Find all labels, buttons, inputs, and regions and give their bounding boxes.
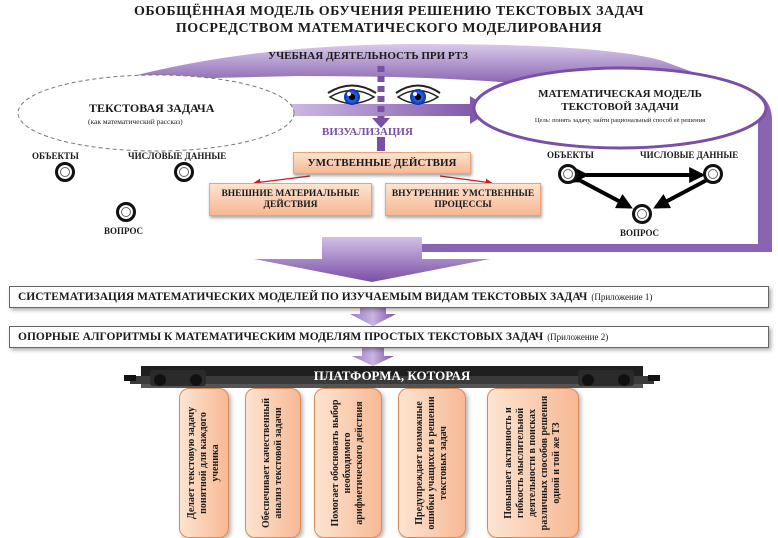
mm-objects-circle-icon bbox=[558, 164, 578, 184]
platform-label: ПЛАТФОРМА, КОТОРАЯ bbox=[313, 368, 471, 383]
mm-question-label: ВОПРОС bbox=[620, 228, 660, 238]
card-1-text: Делает текстовую задачу понятной для каж… bbox=[186, 406, 221, 520]
learning-activity-label: УЧЕБНАЯ ДЕЯТЕЛЬНОСТЬ ПРИ РТЗ bbox=[268, 50, 468, 62]
arrow-to-external bbox=[253, 175, 311, 186]
diagram-title-line2: ПОСРЕДСТВОМ МАТЕМАТИЧЕСКОГО МОДЕЛИРОВАНИ… bbox=[175, 21, 603, 36]
math-model-ellipse bbox=[472, 66, 768, 150]
algorithms-appendix: (Приложение 2) bbox=[547, 332, 609, 342]
systematization-band: СИСТЕМАТИЗАЦИЯ МАТЕМАТИЧЕСКИХ МОДЕЛЕЙ ПО… bbox=[9, 286, 769, 308]
algorithms-text: ОПОРНЫЕ АЛГОРИТМЫ К МАТЕМАТИЧЕСКИМ МОДЕЛ… bbox=[18, 331, 544, 343]
band-arrow-1 bbox=[350, 308, 396, 326]
main-down-arrow bbox=[254, 237, 490, 282]
external-actions-box: ВНЕШНИЕ МАТЕРИАЛЬНЫЕ ДЕЙСТВИЯ bbox=[209, 183, 372, 216]
card-3: Помогает обосновать выбор необходимого а… bbox=[314, 388, 382, 538]
text-problem-ellipse bbox=[17, 74, 295, 152]
mm-numeric-circle-icon bbox=[703, 164, 723, 184]
tp-objects-circle-icon bbox=[55, 162, 75, 182]
math-model-goal: Цель: понять задачу, найти рациональный … bbox=[534, 117, 706, 124]
internal-processes-box: ВНУТРЕННИЕ УМСТВЕННЫЕ ПРОЦЕССЫ bbox=[385, 183, 541, 216]
text-problem-subtitle: (как математический рассказ) bbox=[88, 117, 183, 126]
tp-question-circle-icon bbox=[116, 202, 136, 222]
systematization-appendix: (Приложение 1) bbox=[591, 292, 653, 302]
mm-objects-label: ОБЪЕКТЫ bbox=[547, 150, 594, 160]
math-model-title-line1: МАТЕМАТИЧЕСКАЯ МОДЕЛЬ bbox=[538, 88, 702, 100]
card-2: Обеспечивает качественный анализ текстов… bbox=[245, 388, 301, 538]
card-3-text: Помогает обосновать выбор необходимого а… bbox=[330, 399, 365, 527]
arrow-to-internal bbox=[439, 175, 493, 186]
card-5: Повышает активность и гибкость мыслитель… bbox=[487, 388, 579, 538]
visualization-arrow bbox=[290, 96, 492, 124]
math-model-title-line2: ТЕКСТОВОЙ ЗАДАЧИ bbox=[561, 101, 679, 113]
mental-actions-box: УМСТВЕННЫЕ ДЕЙСТВИЯ bbox=[293, 152, 471, 174]
card-2-text: Обеспечивает качественный анализ текстов… bbox=[261, 398, 284, 528]
systematization-text: СИСТЕМАТИЗАЦИЯ МАТЕМАТИЧЕСКИХ МОДЕЛЕЙ ПО… bbox=[18, 291, 588, 303]
diagram-title-line1: ОБОБЩЁННАЯ МОДЕЛЬ ОБУЧЕНИЯ РЕШЕНИЮ ТЕКСТ… bbox=[133, 4, 645, 19]
platform-railcar bbox=[124, 366, 660, 388]
card-5-text: Повышает активность и гибкость мыслитель… bbox=[503, 395, 562, 531]
mm-numeric-label: ЧИСЛОВЫЕ ДАННЫЕ bbox=[640, 150, 739, 160]
text-problem-title: ТЕКСТОВАЯ ЗАДАЧА bbox=[89, 101, 215, 115]
tp-numeric-circle-icon bbox=[174, 162, 194, 182]
band-arrow-2 bbox=[352, 348, 394, 366]
card-1: Делает текстовую задачу понятной для каж… bbox=[179, 388, 229, 538]
visualization-label: ВИЗУАЛИЗАЦИЯ bbox=[322, 126, 413, 138]
algorithms-band: ОПОРНЫЕ АЛГОРИТМЫ К МАТЕМАТИЧЕСКИМ МОДЕЛ… bbox=[9, 326, 769, 348]
eye-right-icon bbox=[395, 84, 441, 105]
card-4-text: Предупреждает возможные ошибки учащихся … bbox=[414, 396, 449, 530]
card-4: Предупреждает возможные ошибки учащихся … bbox=[398, 388, 466, 538]
eye-left-icon bbox=[327, 84, 377, 105]
tp-question-label: ВОПРОС bbox=[104, 226, 144, 236]
mm-question-circle-icon bbox=[632, 204, 652, 224]
tp-objects-label: ОБЪЕКТЫ bbox=[32, 151, 79, 161]
tp-numeric-label: ЧИСЛОВЫЕ ДАННЫЕ bbox=[128, 151, 227, 161]
